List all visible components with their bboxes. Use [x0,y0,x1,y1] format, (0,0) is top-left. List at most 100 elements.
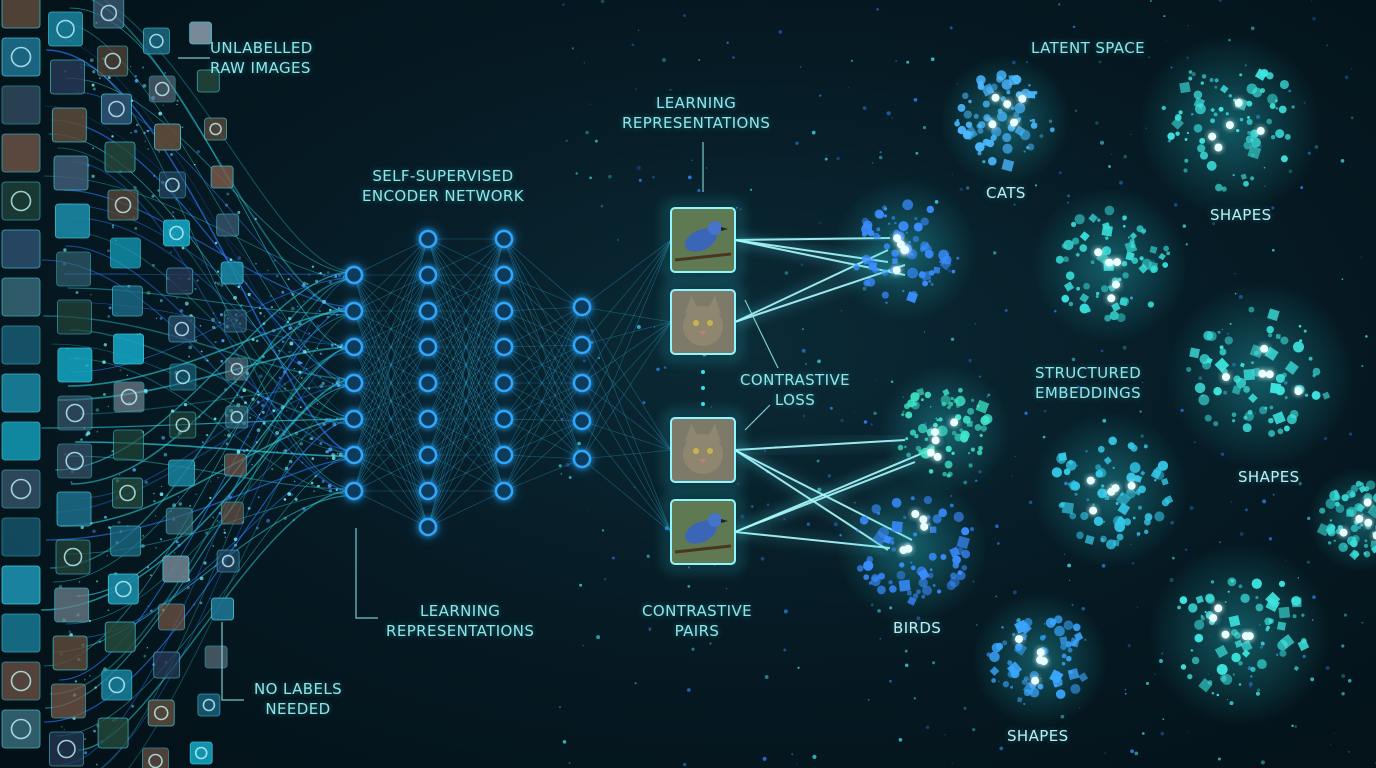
embedding-point [1300,637,1307,644]
embedding-highlight [1086,476,1095,485]
embedding-point [1104,205,1115,216]
embedding-point [898,579,911,592]
star [863,420,868,424]
star [879,637,882,640]
embedding-point [1213,387,1222,396]
star [1271,248,1275,252]
embedding-highlight [1127,481,1136,490]
star [1340,158,1345,163]
network-edge [353,490,429,528]
network-edge [427,382,505,420]
embedding-point [1010,669,1020,679]
embedding-point [1161,477,1169,486]
embedding-highlight [1018,94,1027,103]
embedding-point [1030,122,1038,129]
stream-particle [221,339,225,343]
embedding-point [1164,495,1174,505]
embedding-point [924,391,932,399]
image-tile-frame [1,277,41,317]
star [1145,681,1150,685]
stream-particle [237,211,241,214]
embedding-point [891,497,902,508]
stream-particle [294,431,299,436]
embedding-point [1240,639,1253,653]
embedding-point [1191,656,1200,665]
image-tile-frame [56,251,91,287]
embedding-point [1056,453,1067,464]
stream-particle [267,269,269,272]
embedding-point [1193,97,1206,109]
star [923,331,925,333]
embedding-point [1067,668,1080,681]
image-tile-icon [230,362,244,376]
stream-particle [283,516,287,520]
star [1184,548,1188,551]
image-tile-frame [97,717,129,749]
stream-particle [177,496,180,498]
stream-particle [271,468,274,471]
stream-particle [290,452,293,454]
embedding-point [1292,614,1297,619]
embedding-highlight [1222,373,1230,381]
image-tile-frame [52,635,88,671]
embedding-point [1134,474,1143,483]
network-edge [427,418,505,492]
image-tile-icon [120,388,138,406]
star [783,517,786,521]
image-tile [52,635,88,671]
embedding-highlight [899,546,908,555]
stream-particle [106,555,109,557]
image-tile [158,603,186,631]
network-edge [427,238,505,384]
bird-image [664,201,742,279]
network-edge [353,382,429,492]
star [783,609,788,614]
star [691,159,693,161]
embedding-point [1042,634,1047,639]
stream-particle [147,148,149,150]
embedding-point [1228,94,1232,98]
embedding-point [1210,580,1215,584]
star [862,106,867,110]
embedding-point [1126,472,1137,483]
embedding-point [1002,143,1013,154]
embedding-highlight [893,234,902,243]
network-edge [427,238,505,384]
star [1067,563,1072,568]
embedding-point [1260,68,1269,78]
stream-particle [229,258,233,262]
embedding-point [962,415,971,424]
stream-particle [283,370,287,374]
stream-particle [332,421,334,423]
star [1217,757,1221,761]
image-tile-icon [10,478,32,500]
star [661,57,667,62]
cluster-contrastive-upper [833,178,977,322]
cluster-shapes-right [1166,281,1354,469]
embedding-point [913,532,918,537]
embedding-point [914,433,919,439]
star [558,464,562,468]
image-tile-frame [223,453,247,477]
image-tile-frame [158,171,186,199]
star [766,503,770,506]
image-tile [1,421,41,461]
embedding-point [940,554,947,560]
stream-particle [169,251,173,254]
stream-particle [183,402,188,407]
star [871,162,874,164]
embedding-point [1297,639,1310,652]
star [876,8,879,11]
embedding-point [979,433,984,438]
embedding-point [1079,293,1090,303]
image-tile [56,251,91,287]
image-tile [204,117,228,141]
image-tile [112,477,143,509]
star [806,522,811,526]
stream-particle [326,271,330,274]
stream-particle [254,217,257,220]
embedding-point [1197,144,1206,153]
star [1033,729,1036,732]
embedding-point [1200,616,1206,621]
stream-particle [201,263,203,265]
